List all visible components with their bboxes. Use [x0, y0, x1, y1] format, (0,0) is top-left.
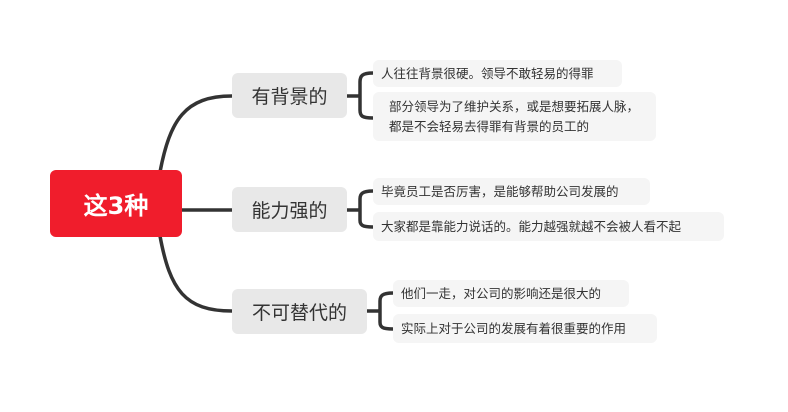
branch-label: 有背景的	[251, 86, 328, 108]
leaf-text: 毕竟员工是否厉害，是能够帮助公司发展的	[381, 183, 619, 199]
bracket-branch-3	[365, 291, 395, 331]
branch-label: 不可替代的	[251, 302, 347, 324]
root-label: 这3种	[83, 192, 149, 220]
bracket-branch-1	[345, 71, 375, 120]
leaf-node[interactable]: 部分领导为了维护关系，或是想要拓展人脉，都是不会轻易去得罪有背景的员工的	[373, 92, 656, 141]
branch-label: 能力强的	[251, 200, 328, 222]
leaf-text: 他们一走，对公司的影响还是很大的	[401, 285, 602, 301]
branch-node-1[interactable]: 有背景的	[232, 73, 347, 118]
bracket-branch-2	[345, 189, 375, 229]
leaf-text: 实际上对于公司的发展有着很重要的作用	[401, 320, 627, 336]
leaf-node[interactable]: 大家都是靠能力说话的。能力越强就越不会被人看不起	[373, 212, 724, 241]
connector-root-branch-1	[158, 94, 234, 174]
branch-node-2[interactable]: 能力强的	[232, 187, 347, 232]
leaf-text: 人往往背景很硬。领导不敢轻易的得罪	[381, 65, 594, 81]
leaf-node[interactable]: 他们一走，对公司的影响还是很大的	[393, 280, 629, 307]
leaf-node[interactable]: 实际上对于公司的发展有着很重要的作用	[393, 314, 657, 343]
connector-root-branch-3	[158, 234, 234, 313]
branch-node-3[interactable]: 不可替代的	[232, 289, 367, 334]
leaf-node[interactable]: 毕竟员工是否厉害，是能够帮助公司发展的	[373, 178, 650, 205]
root-node[interactable]: 这3种	[50, 170, 182, 237]
leaf-node[interactable]: 人往往背景很硬。领导不敢轻易的得罪	[373, 60, 622, 87]
leaf-text: 大家都是靠能力说话的。能力越强就越不会被人看不起	[381, 218, 682, 234]
leaf-text: 部分领导为了维护关系，或是想要拓展人脉，都是不会轻易去得罪有背景的员工的	[389, 98, 640, 134]
